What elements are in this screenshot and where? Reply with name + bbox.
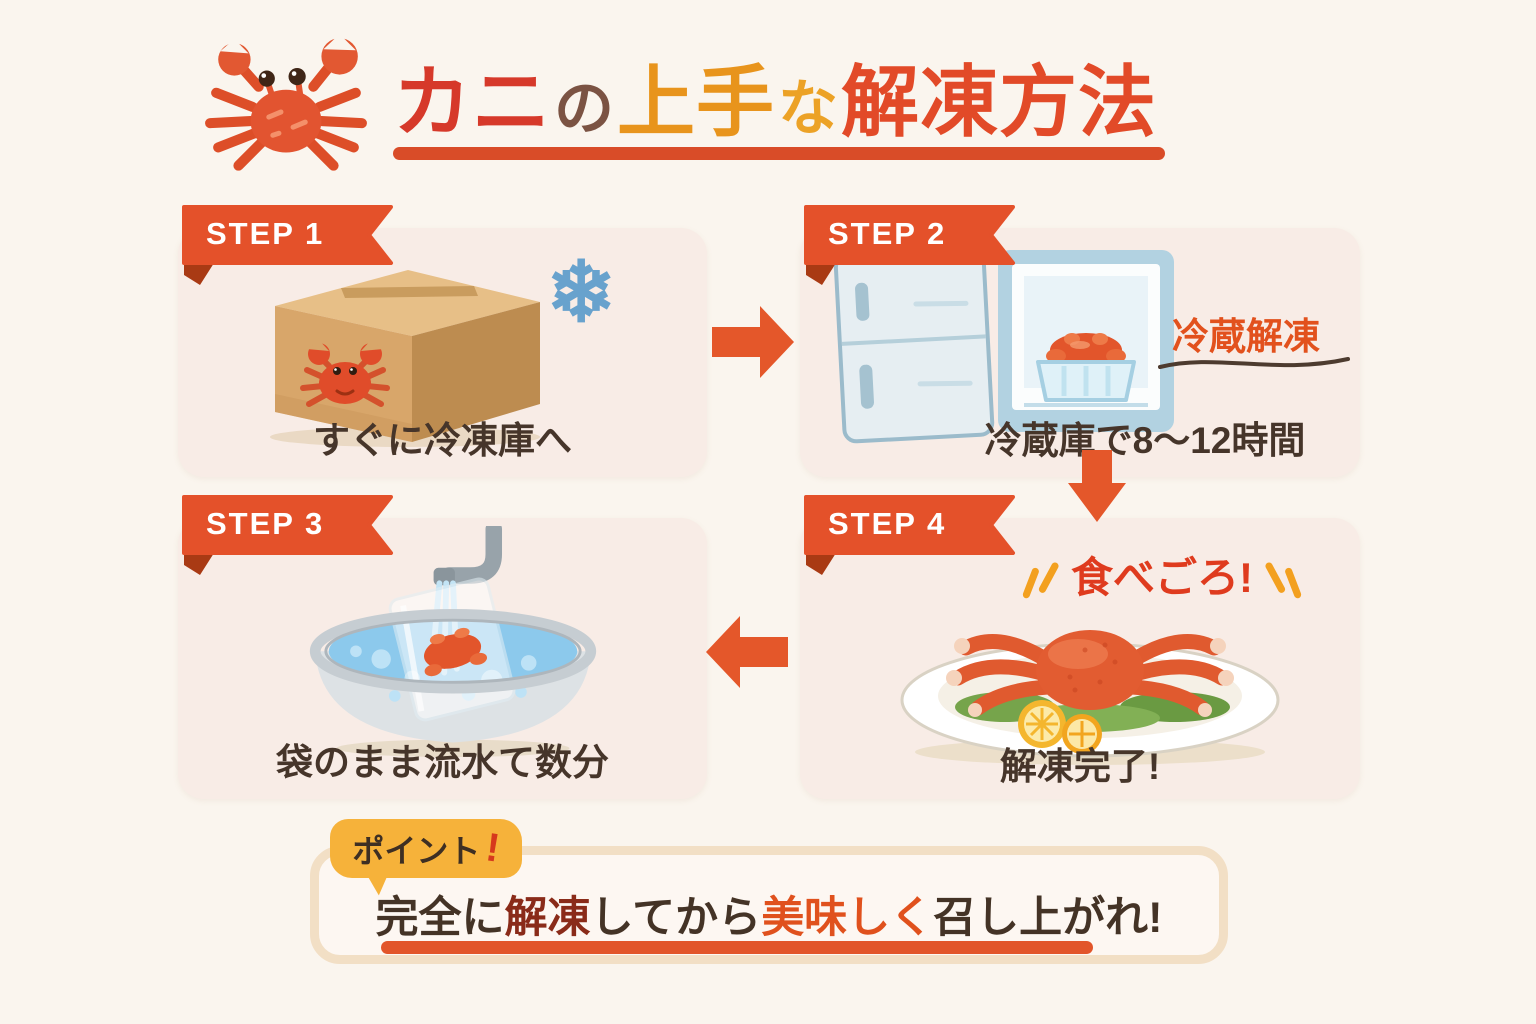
step-1-caption: すぐに冷凍庫へ xyxy=(313,420,572,461)
arrow-down-icon xyxy=(1068,450,1126,522)
point-segment: してから xyxy=(590,894,762,942)
ribbon-banner-shape xyxy=(182,205,393,285)
ribbon-banner-shape xyxy=(804,205,1015,285)
crab-icon xyxy=(205,36,367,171)
point-underline xyxy=(381,941,1093,954)
step-card-1: STEP 1 ❄ すぐに冷凍庫へ xyxy=(178,205,707,477)
step-card-4: STEP 4 食べごろ! xyxy=(800,495,1360,799)
printed-crab-mark xyxy=(300,340,390,407)
step-3-badge: STEP 3 xyxy=(206,506,325,541)
page-title: カニ の 上手 な 解凍方法 xyxy=(393,40,1157,152)
ready-to-eat-callout: 食べごろ! xyxy=(980,544,1344,605)
crab-plate-illustration xyxy=(900,630,1280,765)
step-4-caption: 解凍完了! xyxy=(999,746,1161,787)
title-segment: 上手 xyxy=(617,58,776,146)
arrow-left-icon xyxy=(706,616,788,688)
spark-right-icon xyxy=(1265,562,1302,598)
bowl-running-water-illustration xyxy=(309,526,597,758)
wavy-underline xyxy=(1158,357,1350,369)
step-2-badge: STEP 2 xyxy=(828,216,947,251)
fridge-thaw-label: 冷蔵解凍 xyxy=(1172,316,1320,357)
point-badge-bubble: ポイント ! xyxy=(330,819,522,878)
ready-to-eat-label: 食べごろ! xyxy=(1071,554,1253,601)
point-badge-exclamation: ! xyxy=(483,825,503,871)
step-card-3: STEP 3 xyxy=(178,495,707,799)
step-2-caption: 冷蔵庫で8〜12時間 xyxy=(984,420,1306,461)
step-4-badge: STEP 4 xyxy=(828,506,947,541)
arrow-right-icon xyxy=(712,306,794,378)
point-segment: 解凍 xyxy=(504,894,591,942)
point-segment: 完全に xyxy=(375,894,505,942)
point-segment: 召し上がれ! xyxy=(933,894,1163,942)
point-segment: 美味しく xyxy=(761,894,934,942)
snowflake-icon: ❄ xyxy=(546,245,617,339)
ribbon-banner-shape xyxy=(804,495,1015,575)
refrigerator-illustration xyxy=(833,247,1174,444)
ribbon-banner-shape xyxy=(182,495,393,575)
step-1-ribbon: STEP 1 xyxy=(180,205,395,287)
title-segment: カニ xyxy=(393,58,552,146)
title-segment: 解凍方法 xyxy=(841,58,1158,146)
point-badge-label: ポイント xyxy=(352,832,481,869)
step-4-ribbon: STEP 4 xyxy=(802,495,1017,577)
step-2-ribbon: STEP 2 xyxy=(802,205,1017,287)
step-card-2: STEP 2 冷蔵解凍 xyxy=(800,205,1360,477)
step-1-badge: STEP 1 xyxy=(206,216,325,251)
title-segment: な xyxy=(778,75,839,142)
title-segment: の xyxy=(554,75,615,142)
point-box: 完全に解凍してから美味しく召し上がれ! xyxy=(310,846,1228,964)
point-message: 完全に解凍してから美味しく召し上がれ! xyxy=(319,883,1219,945)
step-3-caption: 袋のまま流水て数分 xyxy=(276,742,609,783)
crab-box-illustration xyxy=(270,270,540,447)
title-underline xyxy=(393,147,1165,160)
step-3-ribbon: STEP 3 xyxy=(180,495,395,577)
spark-left-icon xyxy=(1022,562,1059,598)
